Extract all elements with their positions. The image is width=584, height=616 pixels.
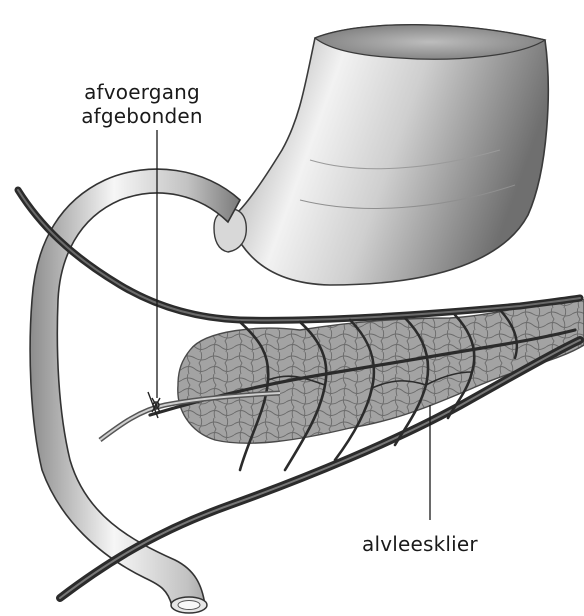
duct-label: afvoergang afgebonden bbox=[62, 80, 222, 128]
duct-label-line2: afgebonden bbox=[62, 104, 222, 128]
stomach bbox=[234, 25, 548, 285]
pancreas-label: alvleesklier bbox=[362, 532, 478, 556]
duct-label-line1: afvoergang bbox=[62, 80, 222, 104]
